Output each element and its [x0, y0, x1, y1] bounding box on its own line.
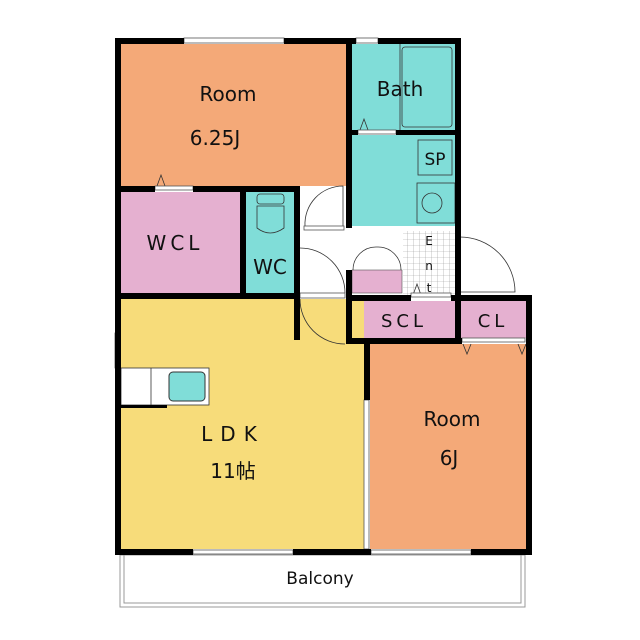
bathtub-icon	[401, 46, 453, 128]
kitchen-counter	[120, 367, 210, 408]
ldk-room	[121, 299, 364, 549]
scl-label: SCL	[381, 311, 427, 332]
sp-label: SP	[424, 150, 445, 170]
room-north	[121, 44, 346, 186]
cl-closet	[461, 301, 526, 338]
balcony: Balcony	[119, 554, 526, 608]
wcl-label: WCL	[147, 231, 204, 255]
ldk-size: 11帖	[210, 459, 255, 483]
room-south-size: 6J	[440, 446, 459, 470]
balcony-label: Balcony	[286, 569, 353, 589]
scl-closet	[352, 301, 455, 338]
wc-label: WC	[253, 255, 287, 279]
entrance	[403, 231, 455, 295]
wcl-closet	[121, 192, 240, 293]
room-south-label: Room	[424, 407, 481, 431]
shoe-closet	[351, 269, 403, 294]
bath-label: Bath	[377, 77, 424, 101]
sp-box	[417, 139, 453, 176]
washbasin-icon	[416, 182, 456, 224]
entrance-letter-t: t	[427, 281, 432, 295]
room-north-size: 6.25J	[190, 126, 240, 150]
toilet-icon	[256, 193, 285, 205]
room-north-label: Room	[200, 82, 257, 106]
ldk-label: LDK	[201, 422, 265, 446]
sink-icon	[168, 371, 206, 402]
entrance-letter-n: n	[425, 259, 433, 273]
walls	[115, 38, 532, 555]
entrance-letter-e: E	[425, 234, 433, 248]
room-south	[370, 344, 526, 549]
cl-label: CL	[478, 311, 509, 332]
door-swings	[156, 117, 527, 356]
